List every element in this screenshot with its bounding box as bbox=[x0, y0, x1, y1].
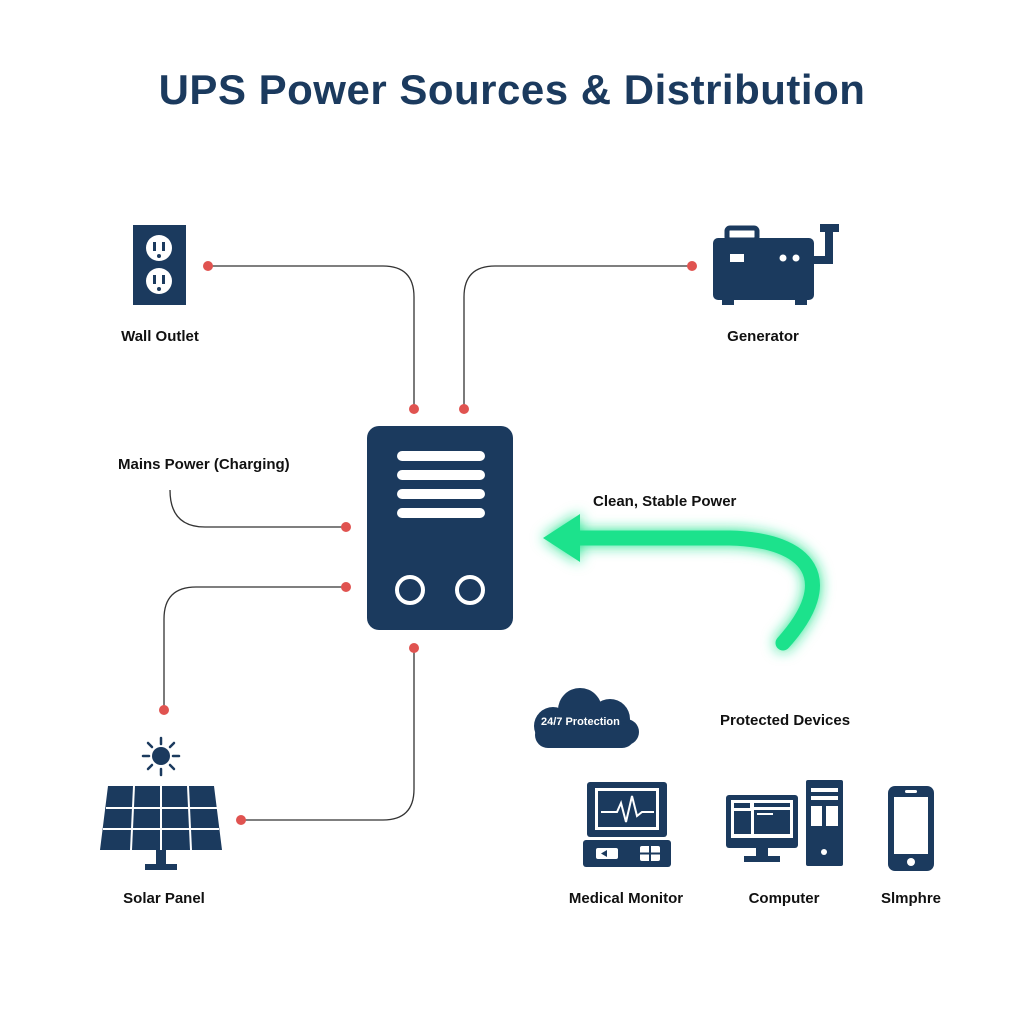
medical-monitor-label: Medical Monitor bbox=[568, 890, 684, 907]
solar-output-dot bbox=[236, 815, 246, 825]
mains-power-label: Mains Power (Charging) bbox=[118, 456, 290, 473]
wall-outlet-connector-line bbox=[208, 265, 415, 409]
ups-input-dot-2 bbox=[459, 404, 469, 414]
smartphone-icon bbox=[888, 786, 934, 871]
computer-icon bbox=[726, 780, 843, 866]
medical-monitor-icon bbox=[583, 782, 671, 867]
protection-cloud-label: 24/7 Protection bbox=[541, 716, 620, 728]
generator-label: Generator bbox=[727, 328, 799, 345]
wall-outlet-icon bbox=[133, 225, 186, 305]
ups-input-dot-1 bbox=[409, 404, 419, 414]
smartphone-label: Slmphre bbox=[880, 890, 942, 907]
computer-label: Computer bbox=[748, 890, 820, 907]
mains-connector-line bbox=[169, 489, 346, 528]
clean-power-label: Clean, Stable Power bbox=[593, 493, 737, 510]
solar-panel-label: Solar Panel bbox=[123, 890, 205, 907]
solar-input-dot bbox=[341, 582, 351, 592]
wall-outlet-label: Wall Outlet bbox=[121, 328, 199, 345]
solar-input-connector-line bbox=[163, 586, 346, 710]
clean-power-arrow bbox=[543, 514, 820, 651]
cloud-icon bbox=[534, 688, 639, 748]
solar-output-connector-line bbox=[241, 648, 415, 821]
ups-unit-icon bbox=[367, 426, 513, 630]
solar-panel-icon bbox=[100, 785, 222, 870]
ups-bottom-dot bbox=[409, 643, 419, 653]
protected-devices-label: Protected Devices bbox=[720, 712, 851, 729]
solar-panel-dot bbox=[159, 705, 169, 715]
sun-icon bbox=[141, 736, 181, 777]
page-title: UPS Power Sources & Distribution bbox=[158, 66, 866, 113]
generator-connector-line bbox=[463, 265, 692, 409]
mains-dot bbox=[341, 522, 351, 532]
generator-icon bbox=[713, 224, 839, 305]
generator-dot bbox=[687, 261, 697, 271]
wall-outlet-dot bbox=[203, 261, 213, 271]
